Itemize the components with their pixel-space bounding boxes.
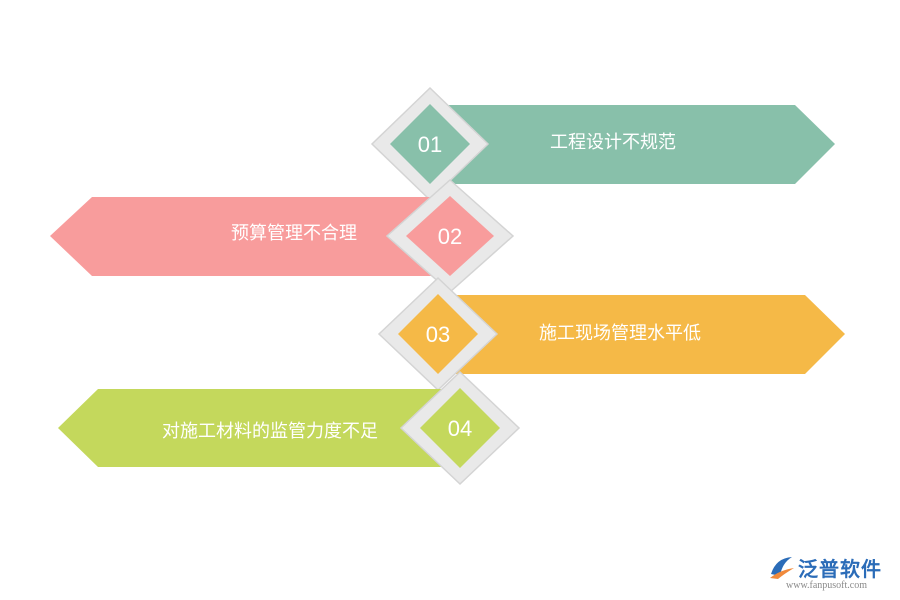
item-02-number: 02	[438, 224, 462, 249]
item-02-arrow	[50, 197, 455, 276]
logo-mark-swoosh	[771, 557, 792, 576]
item-02-badge-inner	[406, 196, 494, 276]
item-01-label: 工程设计不规范	[550, 132, 676, 153]
item-04-badge: 04	[399, 370, 521, 486]
item-01-badge: 01	[370, 86, 490, 202]
item-04-badge-inner	[420, 388, 500, 468]
item-02-label: 预算管理不合理	[231, 223, 357, 244]
brand-logo: 泛普软件 www.fanpusoft.com	[766, 552, 896, 598]
item-01-arrow	[430, 105, 835, 184]
item-03-arrow	[438, 295, 845, 374]
item-04-number: 04	[448, 416, 472, 441]
item-02-badge: 02	[385, 178, 515, 294]
item-02: 02 预算管理不合理	[50, 178, 515, 294]
item-03-label: 施工现场管理水平低	[539, 323, 701, 344]
item-01-badge-inner	[390, 104, 470, 184]
item-03-badge-inner	[398, 294, 478, 374]
item-01: 01 工程设计不规范	[370, 86, 835, 202]
item-03-number: 03	[426, 322, 450, 347]
logo-name: 泛普软件	[798, 557, 882, 581]
item-01-number: 01	[418, 132, 442, 157]
item-04-label: 对施工材料的监管力度不足	[162, 421, 378, 442]
item-03: 03 施工现场管理水平低	[377, 276, 845, 392]
item-04: 04 对施工材料的监管力度不足	[58, 370, 521, 486]
item-04-arrow	[58, 389, 460, 467]
logo-mark-icon	[770, 557, 794, 579]
logo-url: www.fanpusoft.com	[786, 580, 868, 591]
logo-mark-accent	[770, 568, 794, 579]
